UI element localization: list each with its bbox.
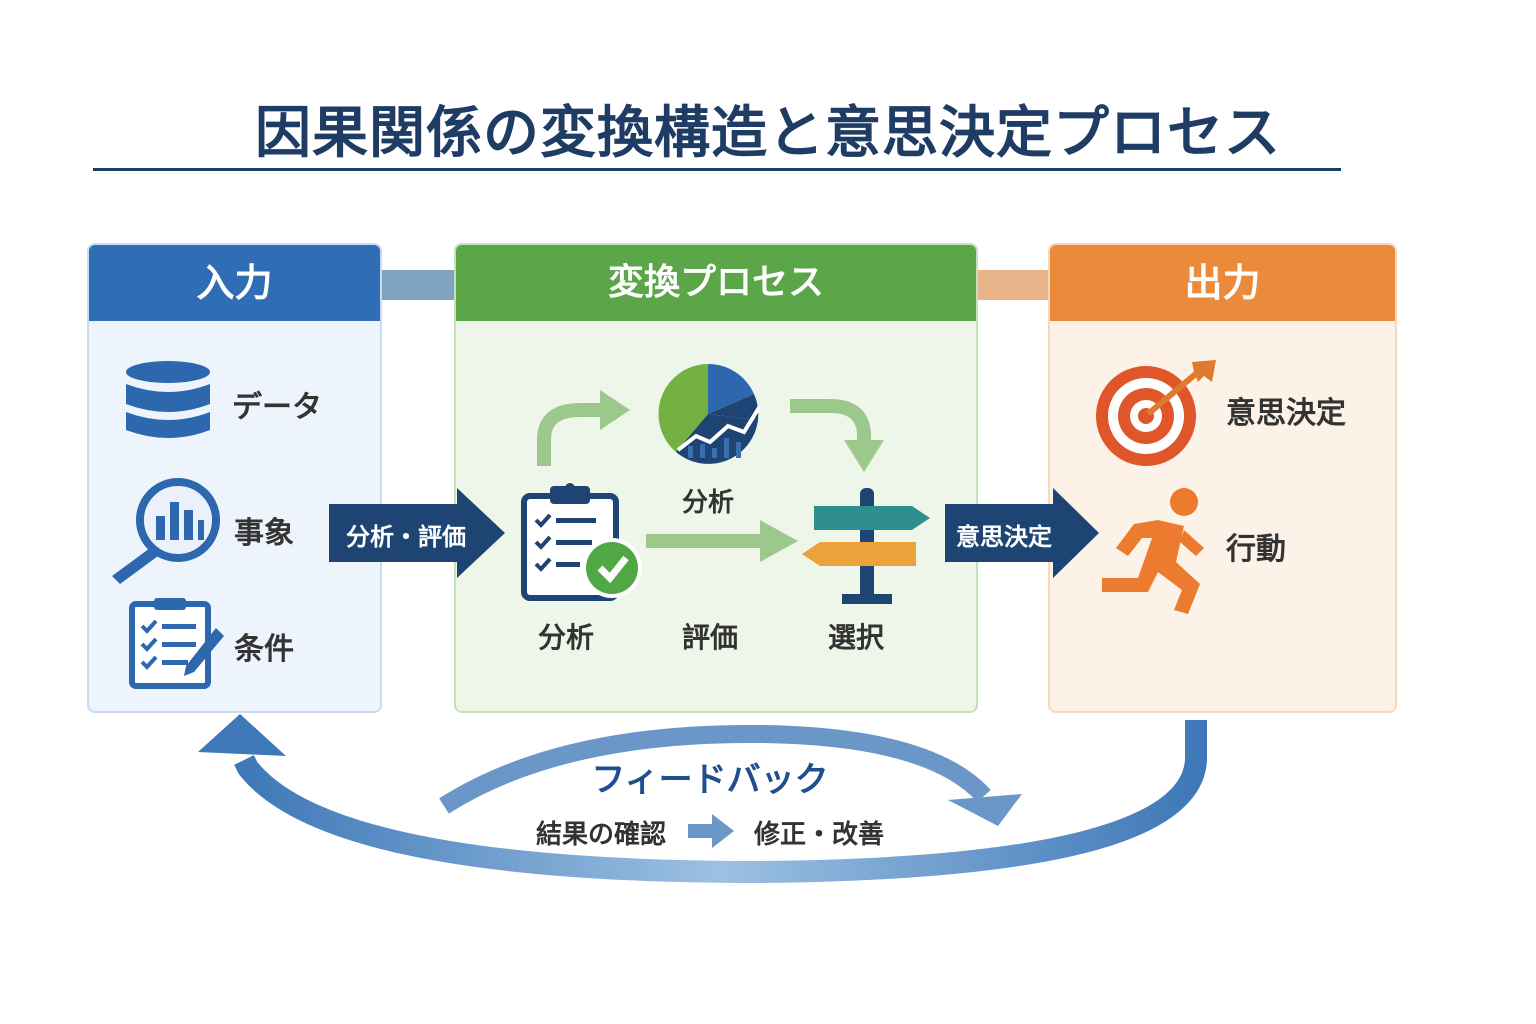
curved-arrow-down-icon <box>790 399 884 472</box>
output-item-action: 行動 <box>1226 532 1286 567</box>
process-step-analysis: 分析 <box>538 621 595 654</box>
clipboard-check-icon <box>521 483 642 601</box>
input-panel-header: 入力 <box>89 245 380 321</box>
signpost-icon <box>802 488 930 604</box>
arrow-label-decision: 意思決定 <box>956 523 1052 551</box>
process-step-evaluation: 評価 <box>682 621 739 654</box>
running-person-icon <box>1102 488 1204 614</box>
input-item-condition: 条件 <box>234 632 294 667</box>
curved-arrow-up-icon <box>537 390 630 466</box>
input-item-event: 事象 <box>234 516 294 551</box>
arrow-label-analysis-evaluation: 分析・評価 <box>346 523 466 551</box>
straight-arrow-right-icon <box>646 520 798 562</box>
process-panel-header: 変換プロセス <box>456 245 976 321</box>
title-divider <box>93 168 1341 171</box>
feedback-title: フィードバック <box>591 760 829 800</box>
process-chart-label: 分析 <box>682 488 735 518</box>
connector-input-process <box>380 270 456 300</box>
arrow-input-to-process <box>329 488 505 578</box>
process-step-selection: 選択 <box>828 621 885 654</box>
target-icon <box>1096 360 1216 466</box>
pie-chart-icon <box>658 363 762 464</box>
output-panel-header: 出力 <box>1050 245 1395 321</box>
output-item-decision: 意思決定 <box>1226 396 1346 431</box>
input-item-data: データ <box>232 390 322 425</box>
feedback-step-improve: 修正・改善 <box>754 820 885 850</box>
process-panel: 変換プロセス <box>454 243 978 713</box>
magnifier-chart-icon <box>112 478 220 584</box>
checklist-pencil-icon <box>129 598 224 689</box>
feedback-step-confirm: 結果の確認 <box>536 820 667 850</box>
connector-process-output <box>976 270 1050 300</box>
feedback-loop-arrows <box>198 714 1207 884</box>
output-panel: 出力 <box>1048 243 1397 713</box>
page-title: 因果関係の変換構造と意思決定プロセス <box>255 101 1281 166</box>
arrow-process-to-output <box>945 488 1099 578</box>
database-icon <box>126 361 210 438</box>
